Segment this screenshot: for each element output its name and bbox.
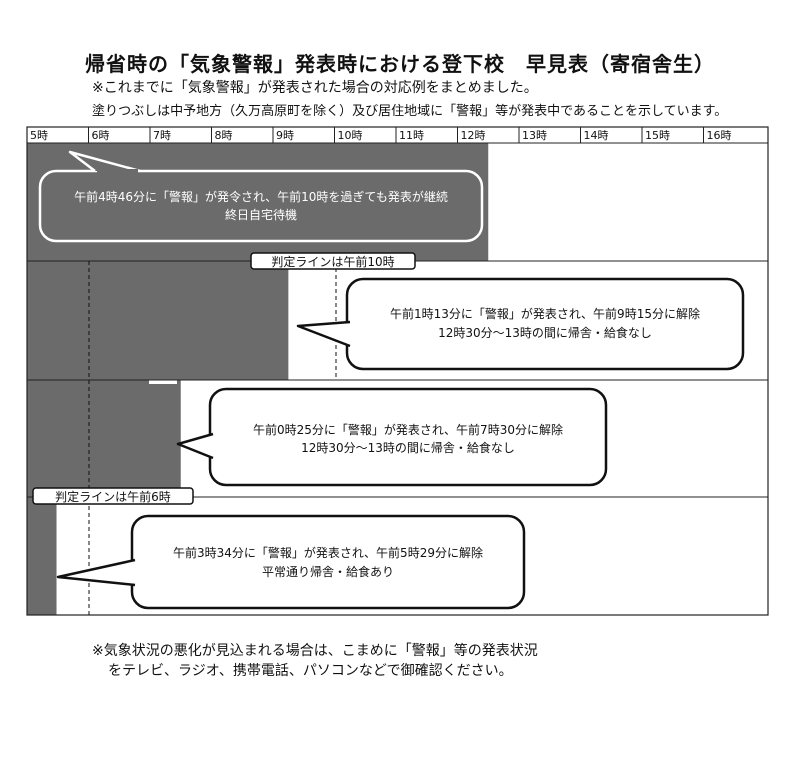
warning-period-bar <box>27 380 181 497</box>
case-outcome: 12時30分～13時の間に帰舎・給食なし <box>301 440 515 455</box>
case-outcome: 12時30分～13時の間に帰舎・給食なし <box>438 325 652 340</box>
case-outcome: 終日自宅待機 <box>225 207 297 222</box>
judge-line-10am-label: 判定ラインは午前10時 <box>271 254 394 269</box>
judge-line-6am-label: 判定ラインは午前6時 <box>55 489 171 504</box>
hour-label: 10時 <box>338 129 363 142</box>
footer-note-line1: ※気象状況の悪化が見込まれる場合は、こまめに「警報」等の発表状況 <box>92 643 538 659</box>
hour-label: 6時 <box>92 129 110 142</box>
case-description: 午前0時25分に「警報」が発表され、午前7時30分に解除 <box>253 422 563 437</box>
hour-label: 11時 <box>399 129 424 142</box>
speech-bubble <box>345 277 745 371</box>
hour-label: 12時 <box>461 129 486 142</box>
case-outcome: 平常通り帰舎・給食あり <box>262 564 394 579</box>
warning-period-bar <box>27 261 289 380</box>
judge-line-6am-label-box <box>32 487 194 505</box>
speech-bubble <box>38 169 484 243</box>
case-description: 午前4時46分に「警報」が発令され、午前10時を過ぎても発表が継続 <box>74 189 448 204</box>
case-description: 午前1時13分に「警報」が発表され、午前9時15分に解除 <box>390 306 700 321</box>
speech-bubble <box>130 514 526 610</box>
bubble-tail <box>176 432 214 460</box>
hour-label: 13時 <box>522 129 547 142</box>
bubble-tail <box>56 558 136 587</box>
hour-label: 7時 <box>153 129 171 142</box>
judge-line-10am-label-box <box>250 252 416 270</box>
page-title: 帰省時の「気象警報」発表時における登下校 早見表（寄宿舎生） <box>85 52 715 76</box>
hour-label: 5時 <box>30 129 48 142</box>
warning-period-bar <box>27 497 57 615</box>
hour-label: 14時 <box>584 129 609 142</box>
shade-notch <box>149 380 177 384</box>
case-description: 午前3時34分に「警報」が発表され、午前5時29分に解除 <box>173 545 483 560</box>
speech-bubble <box>208 387 608 487</box>
table-frame <box>26 126 769 616</box>
bubble-tail <box>68 150 141 173</box>
shading-note: 塗りつぶしは中予地方（久万高原町を除く）及び居住地域に「警報」等が発表中であるこ… <box>92 104 728 119</box>
footer-note-line2: をテレビ、ラジオ、携帯電話、パソコンなどで御確認ください。 <box>108 663 513 679</box>
bubble-tail <box>296 320 351 348</box>
hour-label: 15時 <box>645 129 670 142</box>
hour-label: 8時 <box>215 129 233 142</box>
hour-label: 16時 <box>707 129 732 142</box>
hour-label: 9時 <box>276 129 294 142</box>
subtitle-note: ※これまでに「気象警報」が発表された場合の対応例をまとめました。 <box>92 80 538 96</box>
